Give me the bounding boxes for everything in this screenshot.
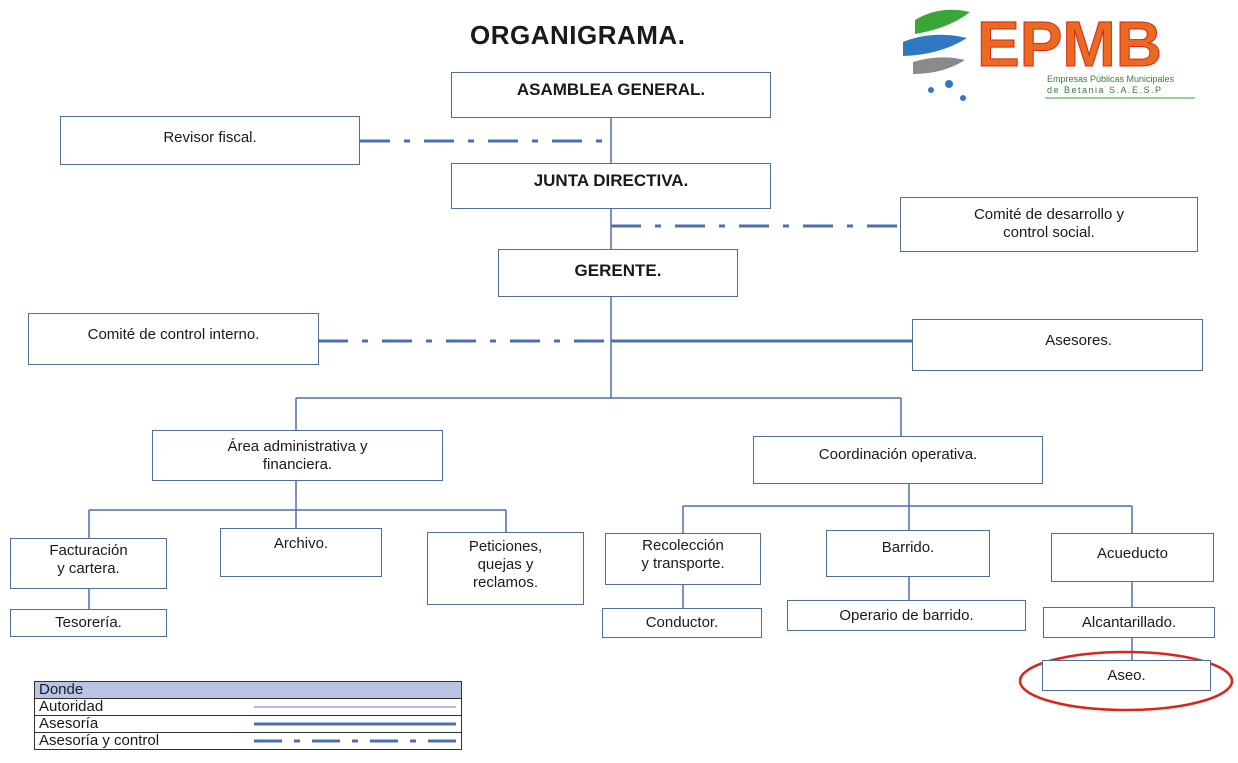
epmb-logo: EPMB Empresas Públicas Municipales de Be… bbox=[895, 0, 1215, 112]
logo-brand: EPMB bbox=[977, 8, 1162, 80]
logo-drop-3 bbox=[960, 95, 966, 101]
node-facturacion-cartera: Facturación y cartera. bbox=[10, 538, 167, 589]
node-barrido: Barrido. bbox=[826, 530, 990, 577]
legend-line-dashdot bbox=[254, 739, 456, 743]
node-asesores: Asesores. bbox=[912, 319, 1203, 371]
legend: Donde Autoridad Asesoría Asesoría y cont… bbox=[34, 681, 462, 750]
node-operario-barrido: Operario de barrido. bbox=[787, 600, 1026, 631]
legend-line-thin bbox=[254, 706, 456, 708]
chart-title: ORGANIGRAMA. bbox=[470, 20, 686, 50]
legend-asesoria-control-label: Asesoría y control bbox=[39, 732, 160, 749]
node-coordinacion-operativa: Coordinación operativa. bbox=[753, 436, 1043, 484]
logo-graphic: EPMB Empresas Públicas Municipales de Be… bbox=[903, 8, 1195, 101]
highlight-ellipse bbox=[1018, 650, 1234, 712]
node-acueducto: Acueducto bbox=[1051, 533, 1214, 582]
legend-asesoria-control: Asesoría y control bbox=[35, 732, 461, 749]
node-alcantarillado: Alcantarillado. bbox=[1043, 607, 1215, 638]
logo-gray-leaf bbox=[913, 57, 965, 74]
logo-drop-1 bbox=[928, 87, 934, 93]
node-comite-control-interno: Comité de control interno. bbox=[28, 313, 319, 365]
node-junta-directiva: JUNTA DIRECTIVA. bbox=[451, 163, 771, 209]
node-area-administrativa: Área administrativa y financiera. bbox=[152, 430, 443, 481]
legend-asesoria: Asesoría bbox=[35, 715, 461, 732]
node-asamblea-general: ASAMBLEA GENERAL. bbox=[451, 72, 771, 118]
legend-header-label: Donde bbox=[39, 681, 84, 698]
node-peticiones: Peticiones, quejas y reclamos. bbox=[427, 532, 584, 605]
legend-line-solid bbox=[254, 722, 456, 726]
logo-drop-2 bbox=[945, 80, 953, 88]
node-aseo: Aseo. bbox=[1042, 660, 1211, 691]
logo-subtitle-1: Empresas Públicas Municipales bbox=[1047, 74, 1175, 84]
node-gerente: GERENTE. bbox=[498, 249, 738, 297]
logo-blue-leaf bbox=[903, 34, 967, 56]
node-archivo: Archivo. bbox=[220, 528, 382, 577]
legend-autoridad-label: Autoridad bbox=[39, 698, 104, 715]
logo-subtitle-2: de Betania S.A.E.S.P bbox=[1047, 85, 1163, 95]
legend-header: Donde bbox=[35, 682, 461, 698]
legend-autoridad: Autoridad bbox=[35, 698, 461, 715]
node-comite-desarrollo: Comité de desarrollo y control social. bbox=[900, 197, 1198, 252]
node-recoleccion-transporte: Recolección y transporte. bbox=[605, 533, 761, 585]
node-tesoreria: Tesorería. bbox=[10, 609, 167, 637]
node-revisor-fiscal: Revisor fiscal. bbox=[60, 116, 360, 165]
logo-green-leaf bbox=[915, 9, 970, 34]
legend-asesoria-label: Asesoría bbox=[39, 715, 99, 732]
node-conductor: Conductor. bbox=[602, 608, 762, 638]
